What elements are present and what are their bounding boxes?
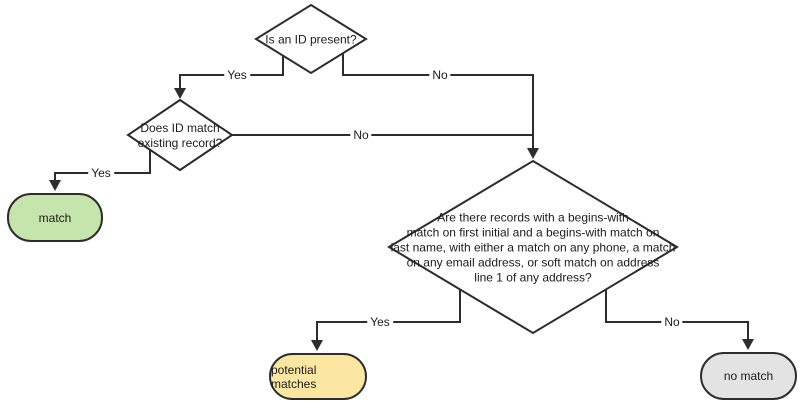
edge-id-match-yes-arrowhead-icon xyxy=(49,180,61,191)
edge-records-yes-arrowhead-icon xyxy=(311,340,323,351)
edge-label-records-yes: Yes xyxy=(367,315,393,329)
edge-label-id-present-no: No xyxy=(429,68,451,82)
edge-label-records-no: No xyxy=(661,315,683,329)
terminal-potential-matches: potential matches xyxy=(269,353,367,400)
terminal-match: match xyxy=(7,193,103,242)
edge-id-present-yes-arrowhead-icon xyxy=(174,88,186,99)
edge-records-no-arrowhead-icon xyxy=(742,339,754,350)
decision-is-id-present-shape xyxy=(254,3,368,75)
decision-does-id-match-shape xyxy=(126,98,234,172)
edge-label-id-present-yes: Yes xyxy=(224,68,250,82)
terminal-potential-matches-label: potential matches xyxy=(271,362,317,391)
edge-id-present-no-arrowhead-icon xyxy=(527,148,539,159)
decision-records-begins-with-shape xyxy=(387,159,679,335)
terminal-no-match: no match xyxy=(700,352,797,400)
edge-label-id-match-no: No xyxy=(350,128,372,142)
edge-label-id-match-yes: Yes xyxy=(88,166,114,180)
terminal-no-match-label: no match xyxy=(723,369,774,383)
terminal-match-label: match xyxy=(38,210,72,225)
